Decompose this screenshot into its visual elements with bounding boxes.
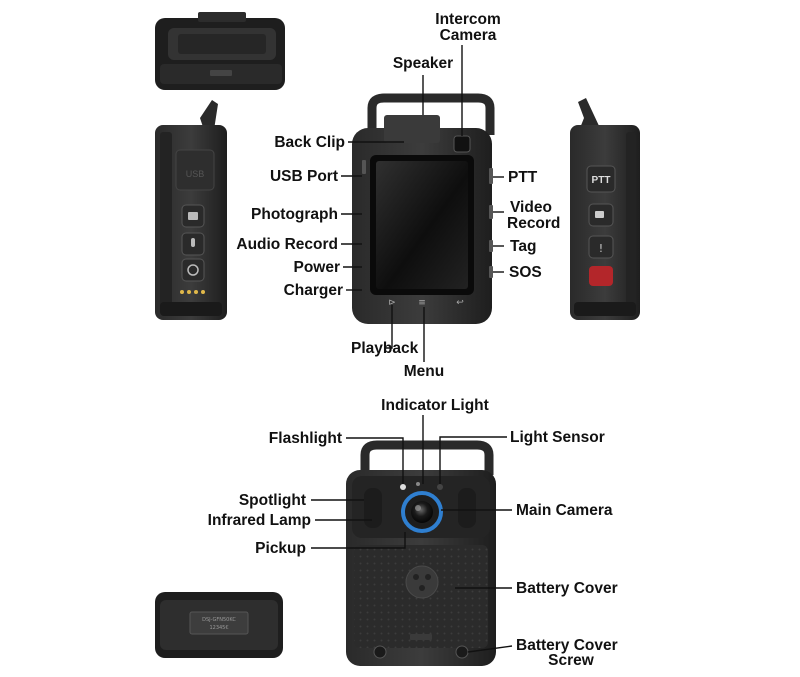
back-device [346, 440, 496, 666]
label-tag: Tag [510, 238, 536, 255]
battery-screw-left [373, 645, 387, 659]
label-back-clip: Back Clip [274, 134, 345, 151]
label-menu: Menu [404, 363, 444, 380]
label-charger: Charger [284, 282, 343, 299]
label-battery-cover-screw-1: Battery Cover [516, 637, 618, 654]
label-sos: SOS [509, 264, 542, 281]
charger-pins [180, 290, 205, 294]
spotlight [364, 488, 382, 528]
sos-side-button[interactable] [489, 266, 493, 278]
microphone-icon [191, 238, 195, 247]
camera-icon [188, 212, 198, 220]
right-side-device: PTT ! [570, 98, 640, 320]
label-pickup: Pickup [255, 540, 306, 557]
usb-port [362, 160, 366, 174]
label-playback: Playback [351, 340, 419, 357]
label-light-sensor: Light Sensor [510, 429, 605, 446]
label-infrared-lamp: Infrared Lamp [208, 512, 311, 529]
label-spotlight: Spotlight [239, 492, 306, 509]
video-record-side-button[interactable] [489, 205, 493, 219]
video-camera-icon [595, 211, 604, 218]
callout-labels: Intercom Camera Speaker Back Clip USB Po… [208, 11, 618, 669]
label-indicator-light: Indicator Light [381, 397, 489, 414]
ptt-side-button[interactable] [489, 168, 493, 184]
sos-button[interactable] [589, 266, 613, 286]
left-side-device: USB [155, 100, 227, 320]
menu-icon[interactable]: ≡ [418, 298, 426, 308]
label-battery-cover: Battery Cover [516, 580, 618, 597]
ptt-button-label: PTT [592, 175, 611, 186]
power-button[interactable] [181, 258, 205, 282]
infrared-lamp-right [458, 488, 476, 528]
front-device: ⊳ ≡ ↩ [352, 93, 495, 324]
tag-button[interactable] [588, 235, 614, 259]
label-video-record-2: Record [507, 215, 560, 232]
speaker-grille [384, 115, 440, 143]
label-audio-record: Audio Record [236, 236, 338, 253]
touch-screen[interactable] [376, 161, 468, 289]
label-main-camera: Main Camera [516, 502, 613, 519]
flashlight [400, 484, 406, 490]
label-battery-cover-screw-2: Screw [548, 652, 595, 669]
bottom-plate-line2: 12345€ [209, 625, 228, 631]
back-icon[interactable]: ↩ [456, 298, 464, 308]
bottom-plate-line1: DSJ-GFN50KC [202, 617, 236, 623]
label-speaker: Speaker [393, 55, 453, 72]
top-view-device [155, 12, 285, 90]
label-usb-port: USB Port [270, 168, 338, 185]
battery-screw-right [455, 645, 469, 659]
label-intercom-camera-2: Camera [440, 27, 497, 44]
power-icon [187, 264, 199, 276]
indicator-light [416, 482, 420, 486]
leader-lines [311, 45, 513, 653]
label-intercom-camera-1: Intercom [435, 11, 500, 28]
label-flashlight: Flashlight [269, 430, 342, 447]
label-ptt: PTT [508, 169, 538, 186]
light-sensor [437, 484, 443, 490]
ptt-button[interactable] [586, 165, 616, 193]
label-photograph: Photograph [251, 206, 338, 223]
tag-icon: ! [599, 242, 603, 255]
label-video-record-1: Video [510, 199, 552, 216]
tag-side-button[interactable] [489, 240, 493, 252]
label-power: Power [293, 259, 340, 276]
playback-icon[interactable]: ⊳ [388, 298, 396, 308]
bottom-view-device: DSJ-GFN50KC 12345€ [155, 592, 283, 658]
intercom-camera [453, 135, 471, 153]
usb-cover-text: USB [186, 169, 205, 179]
